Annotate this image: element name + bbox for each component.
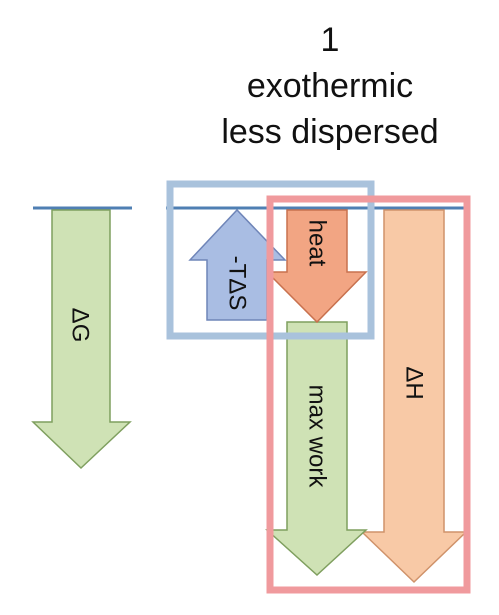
max-work-arrow xyxy=(265,321,368,577)
scenario-exothermic-label: exothermic xyxy=(246,67,414,105)
minus-t-delta-s-label: -TΔS xyxy=(224,256,251,311)
heat-label: heat xyxy=(304,220,331,267)
max-work-label: max work xyxy=(304,385,331,489)
delta-h-arrow xyxy=(360,209,468,584)
scenario-dispersion-label: less dispersed xyxy=(221,113,439,151)
delta-g-arrow xyxy=(31,209,132,470)
scenario-number: 1 xyxy=(320,21,340,59)
delta-g-label: ΔG xyxy=(67,308,94,343)
heat-arrow xyxy=(265,209,368,324)
enthalpy-group-box xyxy=(266,195,471,594)
delta-h-label: ΔH xyxy=(401,366,428,399)
